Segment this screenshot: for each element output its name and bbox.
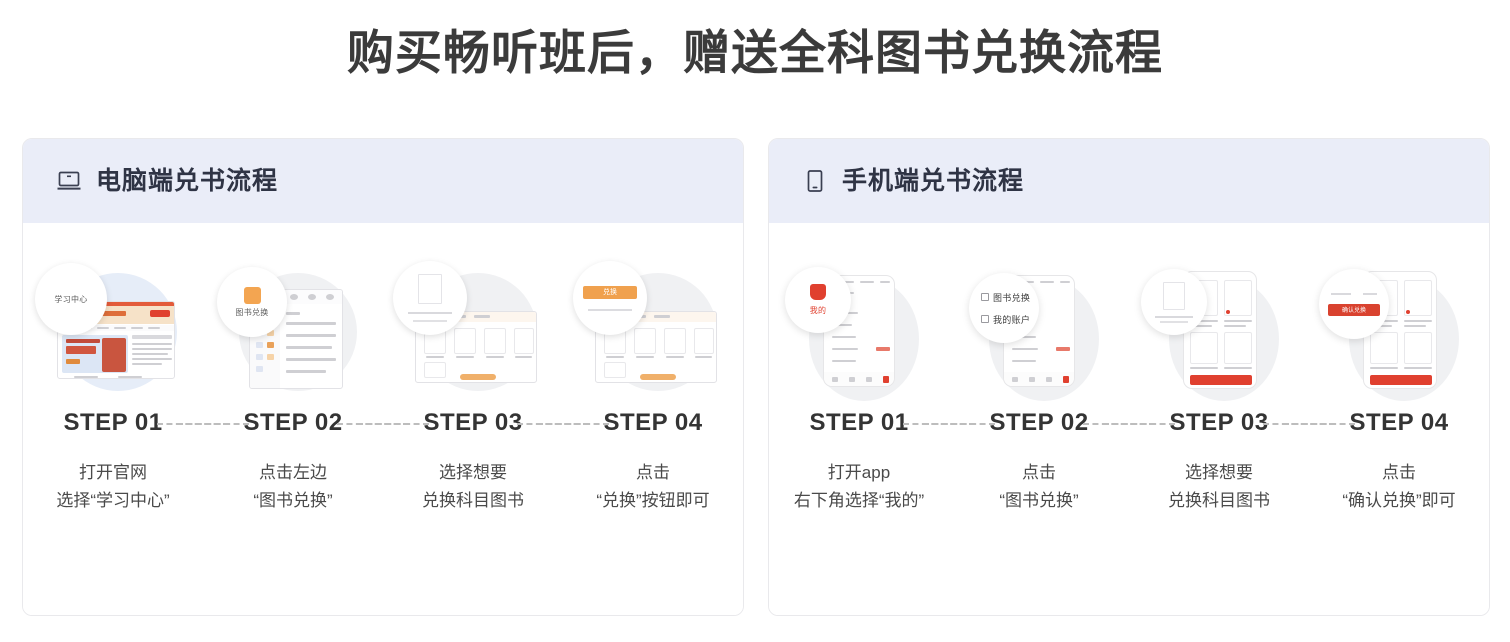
book-exchange-icon — [243, 286, 261, 304]
bubble-top-lines — [1331, 292, 1377, 297]
mobile-flow-panel: 手机端兑书流程 — [768, 138, 1490, 616]
desktop-step-4-label: STEP 04 — [517, 409, 702, 437]
desktop-step-2: 图书兑换 STEP 02 点击左边 “图书兑换” — [157, 261, 429, 515]
account-icon — [981, 315, 989, 323]
panels-container: 电脑端兑书流程 — [22, 138, 1490, 616]
desktop-step-1: 学习中心 STEP 01 打开官网 选择“学习中心” — [23, 261, 249, 515]
mobile-panel-header: 手机端兑书流程 — [769, 139, 1489, 223]
desktop-steps: 学习中心 STEP 01 打开官网 选择“学习中心” — [23, 261, 743, 515]
caption-line-1: 点击 — [1381, 463, 1416, 482]
caption-line-1: 点击 — [1021, 463, 1056, 482]
app-mine-tab-thumbnail: 我的 — [779, 261, 939, 401]
desktop-step-1-label: STEP 01 — [63, 409, 249, 437]
step-callout-bubble: 兑换 — [573, 261, 647, 335]
desktop-step-1-caption: 打开官网 选择“学习中心” — [56, 459, 169, 515]
caption-line-1: 点击 — [635, 463, 670, 482]
step-callout-bubble: 学习中心 — [35, 263, 107, 335]
step-callout-bubble: 确认兑换 — [1319, 269, 1389, 339]
caption-line-1: 打开官网 — [78, 463, 147, 482]
mobile-step-1-caption: 打开app 右下角选择“我的” — [794, 459, 924, 515]
book-exchange-icon — [981, 293, 989, 301]
study-center-sidebar-thumbnail: 图书兑换 — [213, 261, 373, 397]
app-confirm-exchange-thumbnail: 确认兑换 — [1319, 261, 1479, 401]
step-callout-bubble — [1141, 269, 1207, 335]
caption-line-1: 点击左边 — [258, 463, 327, 482]
app-book-grid-thumbnail — [1139, 261, 1299, 401]
mobile-panel-body: 我的 STEP 01 打开app 右下角选择“我的” — [769, 223, 1489, 615]
desktop-step-4-caption: 点击 “兑换”按钮即可 — [596, 459, 709, 515]
bubble-label: 图书兑换 — [235, 307, 269, 317]
mobile-step-4: 确认兑换 STEP 04 点击 “确认兑换”即可 — [1263, 261, 1489, 515]
step-callout-bubble: 图书兑换 我的账户 — [969, 273, 1039, 343]
mobile-panel-title: 手机端兑书流程 — [842, 167, 1025, 195]
mobile-step-2-caption: 点击 “图书兑换” — [999, 459, 1078, 515]
mobile-step-4-caption: 点击 “确认兑换”即可 — [1342, 459, 1455, 515]
desktop-step-3-caption: 选择想要 兑换科目图书 — [422, 459, 524, 515]
app-menu-thumbnail: 图书兑换 我的账户 — [959, 261, 1119, 401]
exchange-button-highlight: 兑换 — [583, 285, 637, 299]
caption-line-1: 选择想要 — [1185, 463, 1253, 482]
exchange-button-thumbnail: 兑换 — [573, 261, 733, 397]
page-title: 购买畅听班后，赠送全科图书兑换流程 — [347, 26, 1163, 79]
caption-line-2: “确认兑换”即可 — [1342, 491, 1456, 510]
laptop-icon — [56, 168, 82, 194]
desktop-step-3: STEP 03 选择想要 兑换科目图书 — [337, 261, 609, 515]
desktop-step-2-caption: 点击左边 “图书兑换” — [253, 459, 332, 515]
desktop-panel-body: 学习中心 STEP 01 打开官网 选择“学习中心” — [23, 223, 743, 615]
step-callout-bubble: 我的 — [785, 267, 851, 333]
caption-line-2: “图书兑换” — [253, 491, 333, 510]
book-subtitle-line — [1160, 320, 1188, 323]
desktop-panel-header: 电脑端兑书流程 — [23, 139, 743, 223]
step-callout-bubble — [393, 261, 467, 335]
book-title-line — [408, 312, 452, 314]
desktop-step-2-label: STEP 02 — [157, 409, 429, 437]
caption-line-1: 选择想要 — [439, 463, 507, 482]
mobile-step-3: STEP 03 选择想要 兑换科目图书 — [1083, 261, 1355, 515]
menu-item-book-exchange: 图书兑换 — [981, 291, 1030, 304]
mobile-steps: 我的 STEP 01 打开app 右下角选择“我的” — [769, 261, 1489, 515]
mobile-step-1: 我的 STEP 01 打开app 右下角选择“我的” — [769, 261, 995, 515]
book-card-icon — [1163, 281, 1185, 310]
menu-item-my-account: 我的账户 — [981, 313, 1030, 326]
caption-line-1: 打开app — [827, 463, 891, 482]
bubble-label: 我的 — [809, 306, 827, 315]
book-card-icon — [418, 274, 442, 304]
caption-line-2: 兑换科目图书 — [422, 491, 524, 510]
bubble-label: 学习中心 — [54, 294, 88, 304]
mobile-step-2-label: STEP 02 — [903, 409, 1175, 437]
caption-line-2: 右下角选择“我的” — [793, 491, 925, 510]
mobile-step-1-label: STEP 01 — [809, 409, 995, 437]
confirm-exchange-button-highlight: 确认兑换 — [1328, 303, 1380, 316]
caption-line-2: 选择“学习中心” — [56, 491, 170, 510]
phone-icon — [802, 168, 828, 194]
caption-line-2: “兑换”按钮即可 — [596, 491, 710, 510]
caption-line-2: 兑换科目图书 — [1168, 491, 1270, 510]
mine-avatar-icon — [810, 284, 826, 300]
mobile-step-4-label: STEP 04 — [1263, 409, 1448, 437]
mobile-step-3-caption: 选择想要 兑换科目图书 — [1168, 459, 1270, 515]
button-hint-line — [588, 308, 632, 311]
book-list-selection-thumbnail — [393, 261, 553, 397]
desktop-step-3-label: STEP 03 — [337, 409, 609, 437]
mobile-step-3-label: STEP 03 — [1083, 409, 1355, 437]
website-homepage-thumbnail: 学习中心 — [33, 261, 193, 397]
desktop-flow-panel: 电脑端兑书流程 — [22, 138, 744, 616]
step-callout-bubble: 图书兑换 — [217, 267, 287, 337]
caption-line-2: “图书兑换” — [999, 491, 1079, 510]
mobile-step-2: 图书兑换 我的账户 STEP 02 — [903, 261, 1175, 515]
desktop-panel-title: 电脑端兑书流程 — [96, 167, 279, 195]
desktop-step-4: 兑换 STEP 04 点击 “兑换”按钮即可 — [517, 261, 743, 515]
book-title-line — [1155, 315, 1193, 318]
book-subtitle-line — [413, 320, 447, 322]
